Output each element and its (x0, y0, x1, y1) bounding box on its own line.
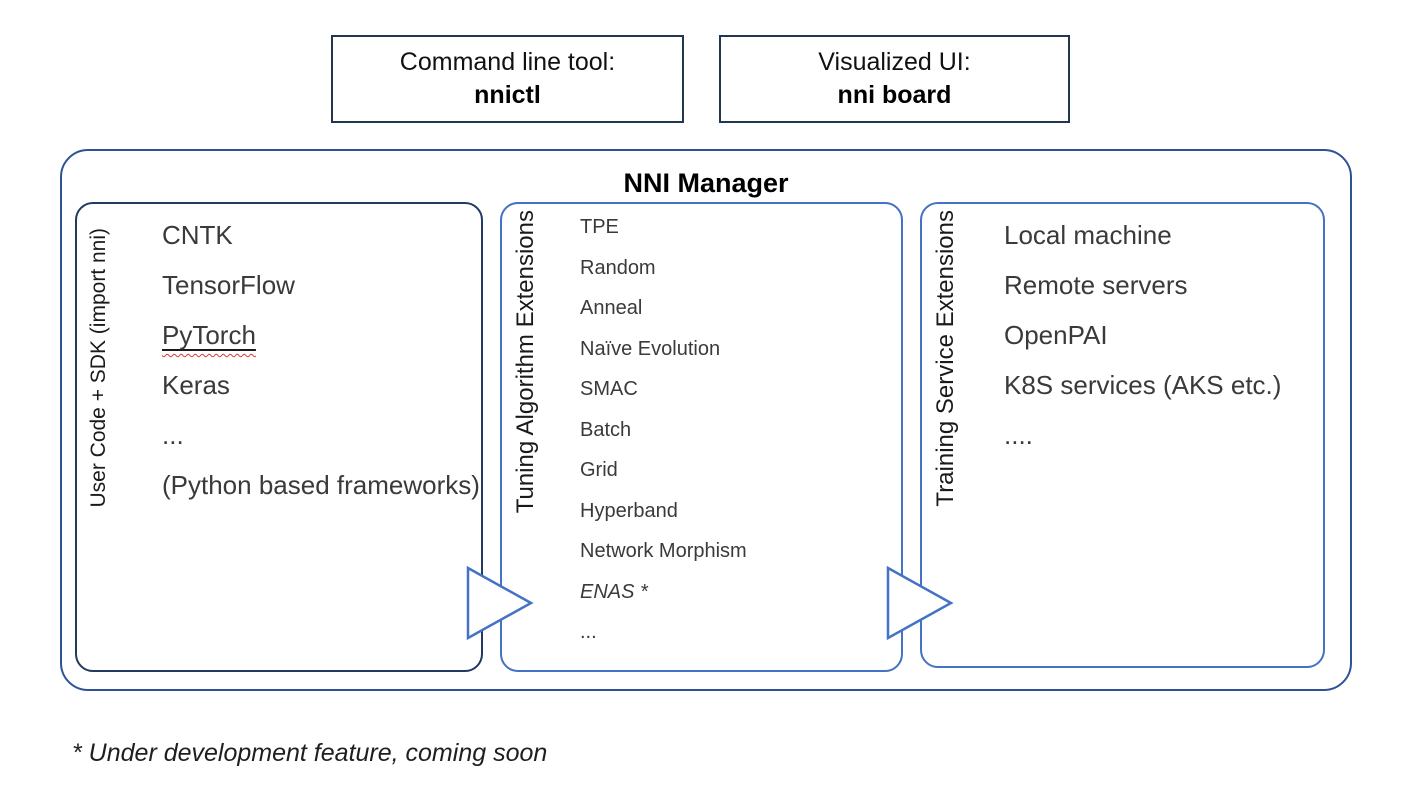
list-item: PyTorch (162, 310, 471, 360)
list-item: .... (1004, 420, 1033, 450)
service-list: Local machine Remote servers OpenPAI K8S… (922, 204, 1323, 460)
list-item: TensorFlow (162, 270, 295, 300)
list-item: Anneal (580, 297, 643, 319)
pytorch-underlined-text: PyTorch (162, 320, 256, 350)
command-line-tool-box: Command line tool: nnictl (331, 35, 684, 123)
user-code-sdk-box: User Code + SDK (import nni) CNTK Tensor… (75, 202, 483, 672)
nnictl-label: nnictl (474, 81, 541, 109)
list-item: TPE (580, 216, 619, 238)
list-item: (Python based frameworks) (162, 470, 480, 500)
list-item: OpenPAI (1004, 320, 1108, 350)
footnote-text: * Under development feature, coming soon (72, 739, 548, 767)
visualized-ui-label: Visualized UI: (818, 48, 971, 76)
list-item: Random (580, 256, 656, 279)
list-item: ENAS * (580, 580, 648, 603)
training-service-box: Training Service Extensions Local machin… (920, 202, 1325, 668)
list-item: CNTK (162, 220, 233, 250)
list-item: ... (580, 621, 597, 643)
list-item: Naïve Evolution (580, 337, 721, 360)
list-item: Remote servers (1004, 270, 1188, 300)
tuning-algorithm-box: Tuning Algorithm Extensions TPE Random A… (500, 202, 903, 672)
list-item: K8S services (AKS etc.) (1004, 370, 1282, 400)
list-item: Network Morphism (580, 540, 747, 562)
list-item: Hyperband (580, 499, 678, 522)
command-line-tool-label: Command line tool: (399, 48, 616, 76)
list-item: Local machine (1004, 220, 1172, 250)
framework-list: CNTK TensorFlow PyTorch Keras ... (Pytho… (77, 204, 481, 510)
flow-arrow-right-icon (466, 565, 534, 641)
list-item: Batch (580, 418, 632, 441)
visualized-ui-box: Visualized UI: nni board (719, 35, 1070, 123)
list-item: Keras (162, 370, 230, 400)
nni-board-label: nni board (837, 81, 952, 109)
nni-manager-title: NNI Manager (623, 168, 789, 198)
list-item: ... (162, 420, 184, 450)
list-item: Grid (580, 459, 618, 481)
tuner-list: TPE Random Anneal Naïve Evolution SMAC B… (502, 204, 901, 653)
list-item: SMAC (580, 378, 638, 400)
flow-arrow-right-icon (886, 565, 954, 641)
